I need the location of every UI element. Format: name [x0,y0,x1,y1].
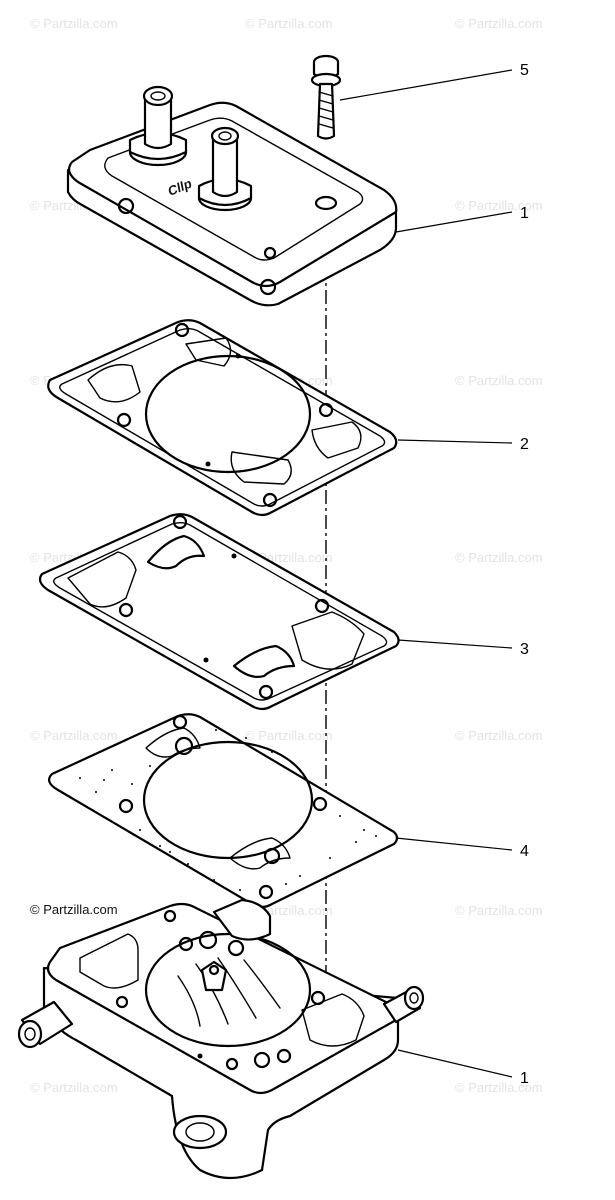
leader-line-1-top [395,211,513,233]
leader-line-1-bottom [397,1049,513,1078]
part-diaphragm [48,713,399,909]
copyright-text: © Partzilla.com [30,902,118,917]
part-screw [310,54,342,140]
callout-number-1-top: 1 [520,205,529,222]
callout-number-3: 3 [520,641,529,658]
leader-line-4 [395,837,513,851]
part-cover-plate: Cllp [66,85,398,307]
callout-number-2: 2 [520,436,529,453]
leader-line-3 [397,639,513,649]
watermark: © Partzilla.com [245,16,333,31]
callout-number-5: 5 [520,62,529,79]
watermark: © Partzilla.com [455,903,543,918]
watermark: © Partzilla.com [455,16,543,31]
leader-line-2 [397,439,513,444]
callout-number-4: 4 [520,843,529,860]
part-gasket-3 [38,513,400,711]
part-gasket-2 [47,319,398,517]
watermark: © Partzilla.com [455,198,543,213]
watermark: © Partzilla.com [245,728,333,743]
watermark: © Partzilla.com [455,373,543,388]
part-pump-body [17,898,425,1180]
watermark: © Partzilla.com [455,728,543,743]
leader-line-5 [339,69,513,101]
watermark: © Partzilla.com [30,1080,118,1095]
watermark: © Partzilla.com [30,16,118,31]
callout-number-1-bottom: 1 [520,1070,529,1087]
watermark: © Partzilla.com [455,1080,543,1095]
watermark: © Partzilla.com [455,550,543,565]
watermark: © Partzilla.com [30,728,118,743]
